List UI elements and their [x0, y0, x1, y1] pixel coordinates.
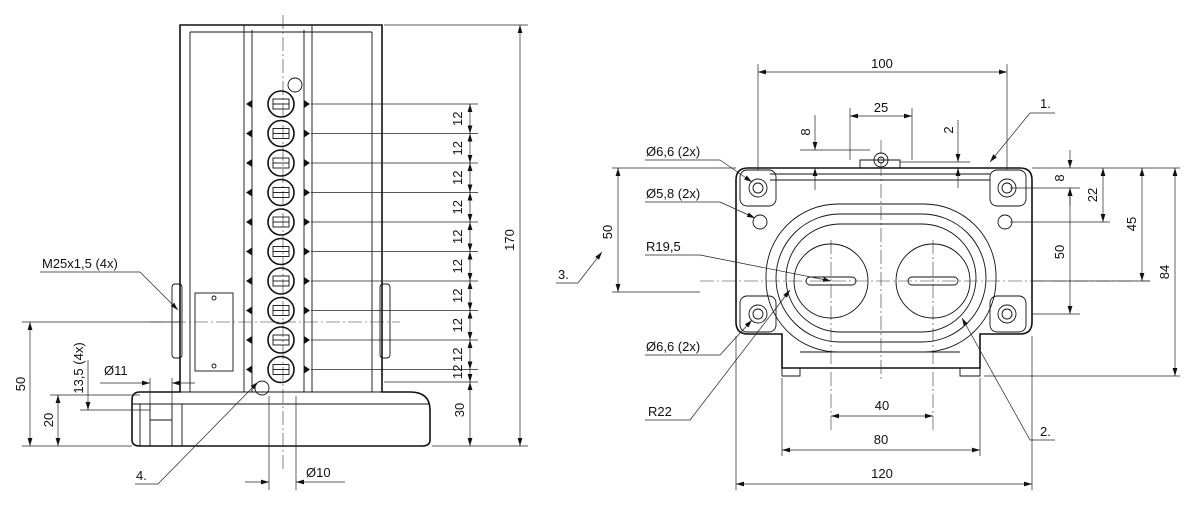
pitch-label: 12 [450, 259, 465, 273]
dim-base-height: 30 [452, 403, 467, 417]
label-plate [194, 292, 234, 372]
callout-hole-height: 13,5 (4x) [71, 342, 86, 393]
pushbutton [246, 119, 310, 148]
dim-2-top: 2 [941, 126, 956, 133]
front-housing-outline [735, 167, 1033, 369]
dim-25: 25 [874, 100, 888, 115]
pushbutton [246, 237, 310, 266]
pitch-label: 12 [450, 365, 465, 379]
pitch-label: 12 [450, 200, 465, 214]
dim-r19-5: R19,5 [646, 239, 681, 254]
dim-r22: R22 [648, 404, 672, 419]
pushbutton [246, 149, 310, 177]
cable-gland-left [171, 283, 183, 359]
pushbutton [246, 355, 310, 384]
dim-overall-height: 170 [502, 229, 517, 251]
pushbutton [246, 90, 310, 118]
dim-8-top: 8 [798, 128, 813, 135]
pushbutton [246, 296, 310, 325]
pitch-dimensions: 12 12 12 12 12 12 12 12 12 12 [311, 103, 478, 383]
pitch-label: 12 [450, 318, 465, 332]
cable-gland-right [379, 283, 391, 359]
dim-84: 84 [1157, 265, 1172, 279]
marker-2: 2. [1040, 424, 1051, 439]
dim-40: 40 [875, 398, 889, 413]
dim-120: 120 [871, 466, 893, 481]
pitch-label: 12 [450, 141, 465, 155]
dim-hole-66-bottom: Ø6,6 (2x) [646, 339, 700, 354]
marker-1: 1. [1040, 96, 1051, 111]
dim-width-100: 100 [871, 56, 893, 71]
callout-hole-diameter: Ø11 [104, 363, 128, 378]
dim-50-left: 50 [600, 225, 615, 239]
pushbutton [246, 208, 310, 236]
marker-4: 4. [136, 468, 147, 483]
front-view: 100 25 8 2 Ø6,6 (2x) Ø5,8 (2x) R19,5 [556, 56, 1180, 490]
dim-left-20: 20 [41, 413, 56, 427]
pitch-label: 12 [450, 289, 465, 303]
housing-inner-lines [132, 25, 430, 405]
pushbutton [246, 326, 310, 354]
pitch-label: 12 [450, 348, 465, 362]
dim-80: 80 [874, 432, 888, 447]
dim-45: 45 [1124, 217, 1139, 231]
dim-8-right: 8 [1052, 174, 1067, 181]
pitch-label: 12 [450, 112, 465, 126]
pushbutton-stack [246, 90, 310, 384]
base-hole [139, 404, 183, 446]
dim-left-50: 50 [13, 377, 28, 391]
pushbutton [246, 267, 310, 295]
callout-pin-diameter: Ø10 [306, 465, 331, 480]
dim-hole-66-top: Ø6,6 (2x) [646, 144, 700, 159]
dim-50-right: 50 [1052, 245, 1067, 259]
pitch-label: 12 [450, 230, 465, 244]
callout-thread: M25x1,5 (4x) [42, 256, 118, 271]
pitch-label: 12 [450, 171, 465, 185]
side-view: 12 12 12 12 12 12 12 12 12 12 170 30 50 20 13,5 (… [13, 15, 528, 490]
pushbutton [246, 178, 310, 207]
dim-22: 22 [1085, 188, 1100, 202]
marker-3: 3. [558, 267, 569, 282]
dim-hole-58: Ø5,8 (2x) [646, 186, 700, 201]
